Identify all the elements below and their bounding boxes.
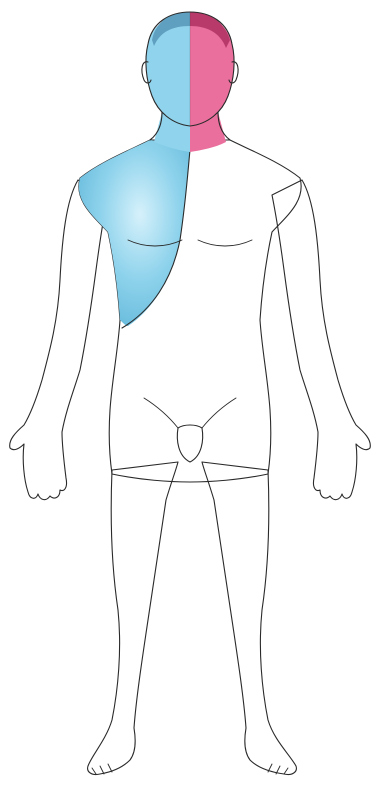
right-arm <box>272 180 370 500</box>
left-arm <box>10 180 108 500</box>
chest-region-blue <box>79 140 190 328</box>
feet <box>92 764 288 774</box>
left-leg <box>88 462 178 775</box>
right-leg <box>202 462 296 775</box>
groin-lines <box>144 398 236 462</box>
head <box>142 12 238 126</box>
